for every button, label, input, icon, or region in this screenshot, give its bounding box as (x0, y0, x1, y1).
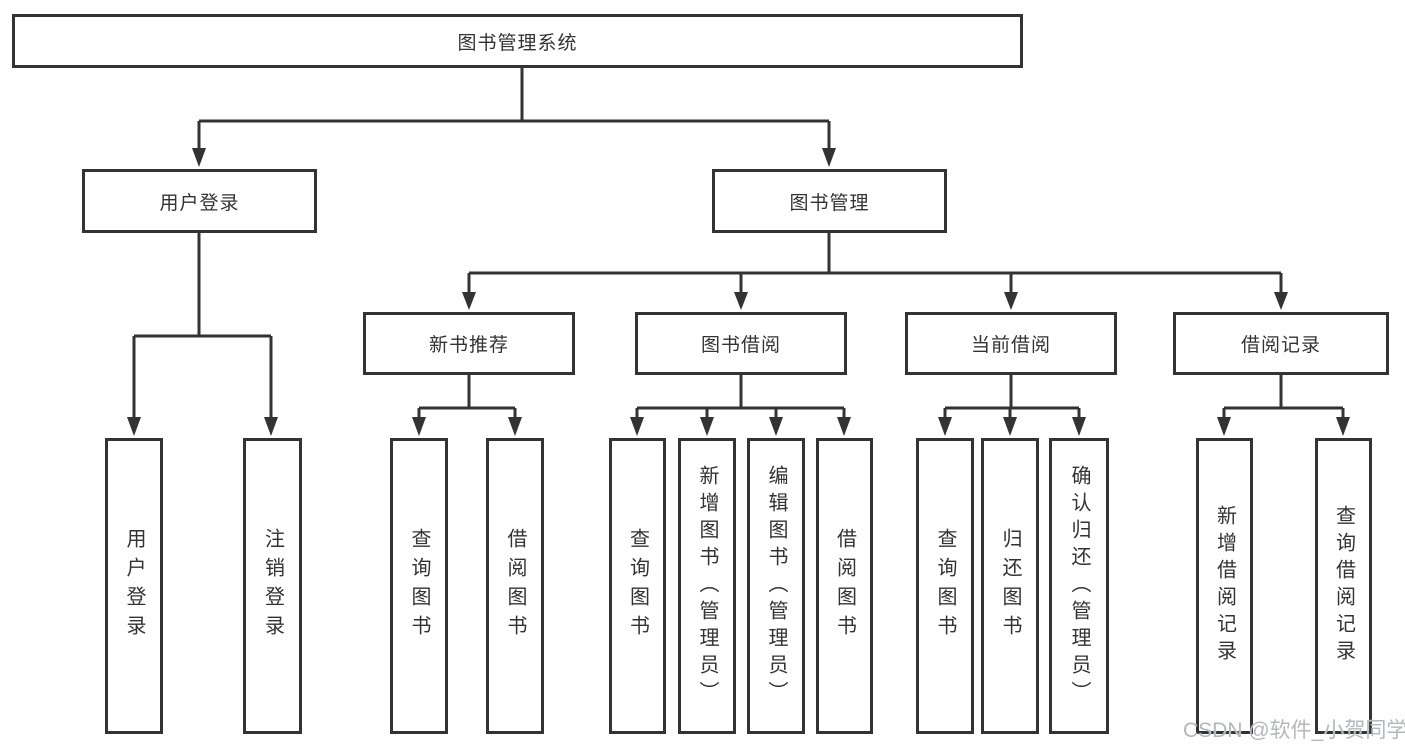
arrowheads (127, 148, 1350, 436)
leaf-add-books-admin: 新增图书（管理员） (678, 438, 736, 734)
node-label: 新增借阅记录 (1213, 505, 1236, 667)
node-label: 编辑图书（管理员） (765, 464, 787, 708)
node-label: 图书借阅 (700, 335, 781, 356)
node-label: 查询图书 (626, 528, 649, 644)
node-book-borrowing: 图书借阅 (635, 312, 847, 375)
node-label: 借阅记录 (1240, 335, 1321, 356)
leaf-logout: 注销登录 (243, 438, 302, 734)
node-library-management-system: 图书管理系统 (12, 14, 1023, 68)
node-label: 图书管理系统 (457, 32, 578, 54)
node-label: 借阅图书 (833, 528, 856, 644)
leaf-return-books: 归还图书 (981, 438, 1039, 734)
leaf-add-borrow-record: 新增借阅记录 (1196, 438, 1253, 734)
node-label: 新增图书（管理员） (696, 464, 718, 708)
leaf-borrow-books: 借阅图书 (816, 438, 873, 734)
leaf-query-borrow-record: 查询借阅记录 (1315, 438, 1372, 734)
leaf-query-books-current: 查询图书 (916, 438, 974, 734)
node-label: 归还图书 (999, 528, 1021, 644)
node-label: 新书推荐 (428, 335, 509, 356)
node-current-borrowing: 当前借阅 (905, 312, 1117, 375)
node-label: 当前借阅 (970, 335, 1051, 356)
node-label: 图书管理 (789, 192, 870, 214)
leaf-borrow-books-recommend: 借阅图书 (486, 438, 544, 734)
node-label: 查询图书 (408, 528, 430, 644)
leaf-confirm-return-admin: 确认归还（管理员） (1049, 438, 1109, 734)
node-label: 确认归还（管理员） (1068, 464, 1090, 708)
node-label: 用户登录 (159, 192, 240, 214)
csdn-watermark: CSDN @软件_小贺同学 (1183, 719, 1405, 742)
node-user-login: 用户登录 (82, 169, 317, 233)
leaf-query-books-borrowing: 查询图书 (609, 438, 666, 734)
node-label: 查询图书 (934, 528, 956, 644)
leaf-query-books-recommend: 查询图书 (390, 438, 448, 734)
node-label: 查询借阅记录 (1332, 505, 1355, 667)
node-label: 借阅图书 (504, 528, 526, 644)
node-borrowing-records: 借阅记录 (1173, 312, 1389, 375)
node-book-management: 图书管理 (712, 169, 947, 233)
node-label: 注销登录 (261, 528, 284, 644)
node-new-book-recommend: 新书推荐 (363, 312, 575, 375)
leaf-user-login: 用户登录 (105, 438, 163, 734)
leaf-edit-books-admin: 编辑图书（管理员） (747, 438, 805, 734)
node-label: 用户登录 (123, 528, 145, 644)
